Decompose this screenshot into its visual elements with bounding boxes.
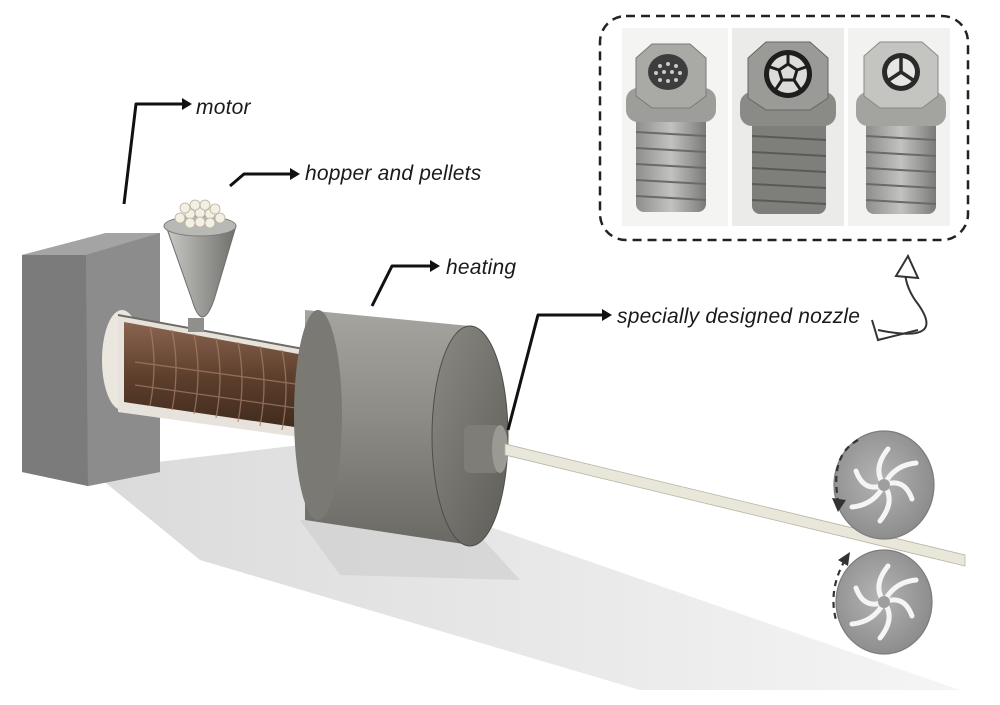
heating-callout-arrow — [370, 264, 432, 307]
nozzle-variant-hexagonal — [740, 41, 836, 214]
motor-callout-arrow — [122, 102, 184, 205]
barrel-screw — [117, 314, 321, 440]
pellets — [174, 199, 226, 229]
nozzle-label: specially designed nozzle — [617, 305, 861, 328]
nozzle-tip — [464, 425, 508, 473]
hopper-label: hopper and pellets — [305, 162, 482, 185]
machine-shadow — [90, 445, 960, 690]
inset-pointer-arrow-icon — [871, 253, 928, 342]
rotation-arrowhead-icon — [838, 552, 850, 566]
callout-arrows — [122, 102, 604, 431]
motor-label: motor — [196, 96, 251, 119]
bottom-roller — [835, 549, 933, 655]
heating-label: heating — [446, 256, 517, 279]
rotation-arrowhead-icon — [832, 498, 846, 512]
nozzle-variant-grid — [626, 43, 716, 212]
nozzle-callout-arrow — [506, 313, 604, 431]
hopper — [163, 215, 237, 332]
rotation-arrow-icon — [832, 439, 859, 621]
top-roller — [833, 430, 935, 540]
arrowheads — [182, 98, 612, 321]
nozzle-variant-three-spoke — [856, 41, 946, 214]
hopper-callout-arrow — [229, 172, 292, 188]
filament — [504, 443, 966, 567]
